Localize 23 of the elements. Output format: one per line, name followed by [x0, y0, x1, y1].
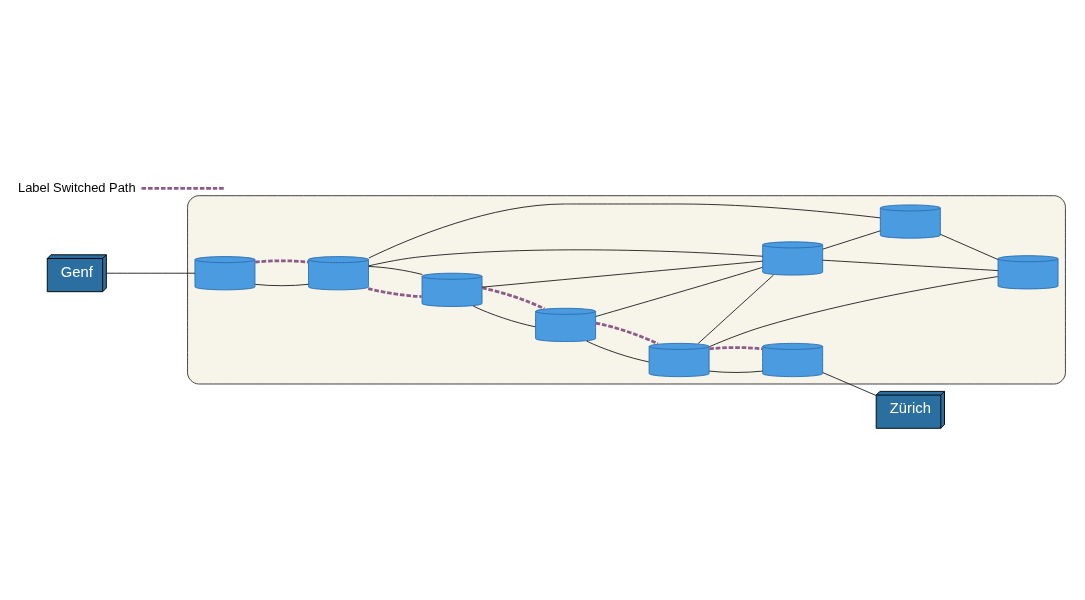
cluster [187, 195, 1066, 385]
connector [595, 266, 763, 317]
connector [709, 346, 763, 351]
connector [822, 230, 881, 250]
legend-label: Label Switched Path [17, 179, 136, 195]
connector [368, 203, 881, 259]
connector [822, 372, 877, 396]
connector [940, 233, 999, 260]
connector [697, 274, 774, 344]
connector [367, 287, 422, 298]
connector [472, 305, 536, 328]
connector [255, 259, 309, 264]
connector [586, 340, 650, 363]
connector [822, 259, 999, 272]
connector [708, 276, 999, 348]
connector [482, 286, 545, 310]
connector [106, 272, 196, 274]
connector [368, 249, 764, 267]
connector [595, 321, 659, 345]
connector [481, 260, 763, 288]
connector [368, 266, 423, 275]
connector [254, 283, 309, 287]
connector [708, 370, 764, 373]
